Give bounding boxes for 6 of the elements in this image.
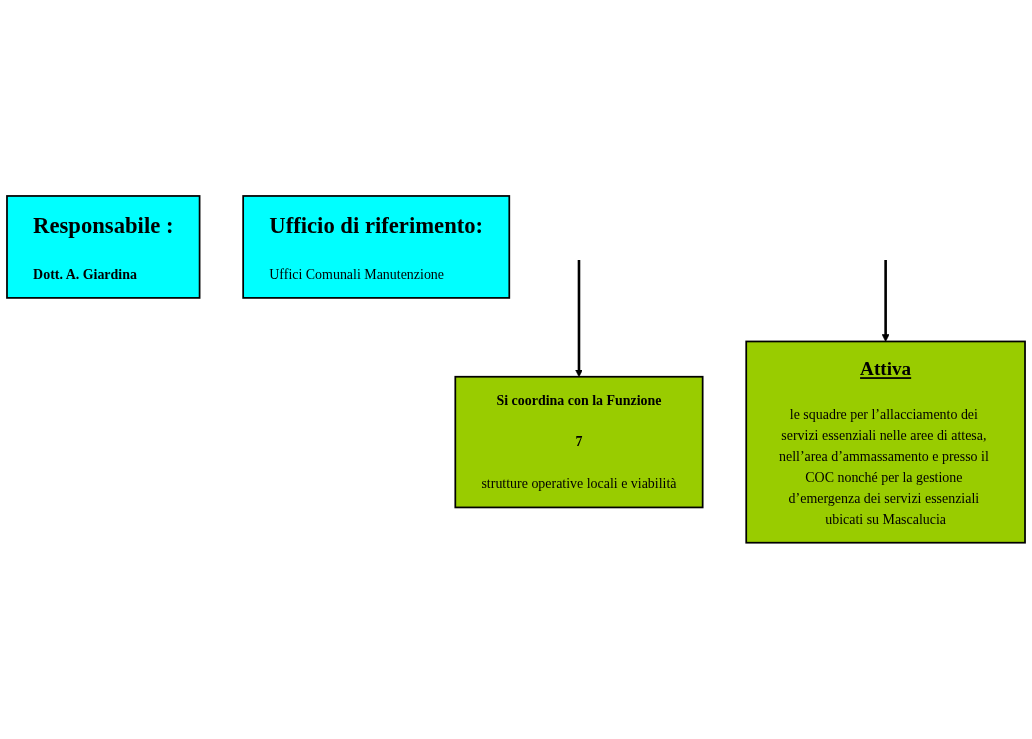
node-box: Attiva le squadre per l’allacciamento dei servizi essenziali nelle aree di attesa, nell’area d’ammassamento e presso il COC nonché per la gestione d’emergenza dei servizi essenziali ubicati su Mascalucia: [745, 340, 1026, 544]
arrow: [575, 260, 583, 378]
node-box: Si coordina con la Funzione 7 strutture operative locali e viabilità: [454, 376, 704, 509]
node-box: Ufficio di riferimento: Uffici Comunali Manutenzione: [242, 195, 511, 299]
arrow: [881, 260, 890, 342]
node-box: Responsabile : Dott. A. Giardina: [6, 195, 201, 299]
